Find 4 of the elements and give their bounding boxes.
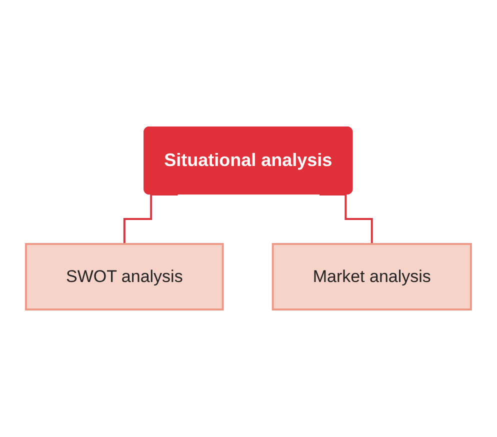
connector: [320, 194, 373, 246]
connector: [123, 194, 178, 246]
node-box: SWOT analysis: [25, 243, 224, 311]
node-box: Market analysis: [272, 243, 472, 311]
